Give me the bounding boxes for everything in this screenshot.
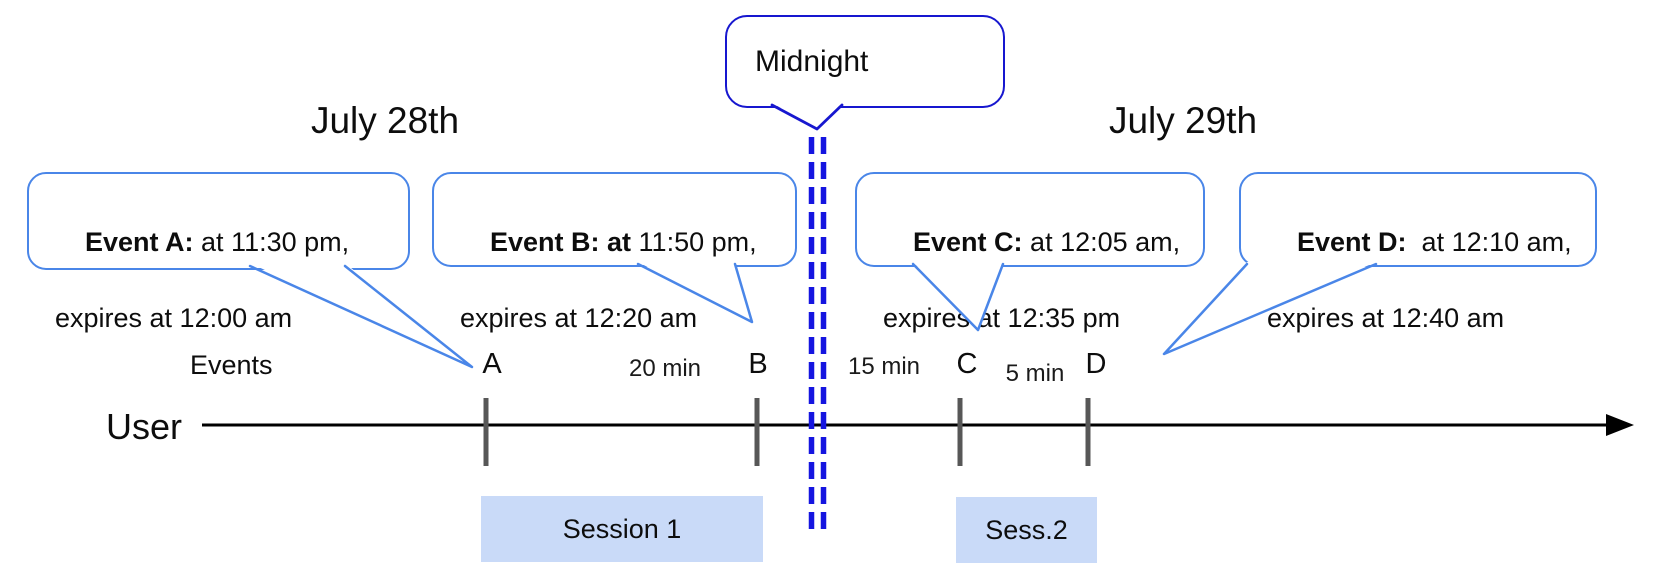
- event-b-expiry: expires at 12:20 am: [460, 303, 698, 333]
- event-a-callout: Event A: at 11:30 pm, expires at 12:00 a…: [27, 172, 410, 333]
- session-2-box: Sess.2: [956, 497, 1097, 563]
- session-2-label: Sess.2: [985, 514, 1068, 545]
- timeline-arrowhead-icon: [1606, 414, 1634, 436]
- event-c-expiry: expires at 12:35 pm: [883, 303, 1121, 333]
- gap-label-20min: 20 min: [628, 355, 702, 382]
- midnight-callout: Midnight: [725, 15, 1005, 108]
- event-b-title: Event B: at: [490, 227, 632, 257]
- session-1-label: Session 1: [562, 513, 682, 544]
- marker-label-c: C: [956, 348, 978, 380]
- midnight-tail-outline: [770, 103, 844, 131]
- event-a-title: Event A:: [85, 227, 194, 257]
- event-c-time: at 12:05 am,: [1022, 227, 1181, 257]
- event-b-time: 11:50 pm,: [631, 227, 757, 257]
- event-d-expiry: expires at 12:40 am: [1267, 303, 1505, 333]
- gap-label-15min: 15 min: [847, 353, 921, 380]
- session-1-box: Session 1: [481, 496, 763, 562]
- event-a-expiry: expires at 12:00 am: [55, 303, 293, 333]
- marker-label-a: A: [482, 348, 502, 380]
- marker-label-d: D: [1085, 348, 1107, 380]
- gap-label-5min: 5 min: [1005, 360, 1065, 387]
- user-row-label: User: [106, 406, 183, 447]
- day-title-july-28: July 28th: [310, 100, 460, 141]
- day-title-july-29: July 29th: [1108, 100, 1258, 141]
- event-c-callout: Event C: at 12:05 am, expires at 12:35 p…: [855, 172, 1205, 333]
- event-d-callout: Event D: at 12:10 am, expires at 12:40 a…: [1239, 172, 1597, 333]
- event-d-time: at 12:10 am,: [1406, 227, 1572, 257]
- event-b-callout: Event B: at 11:50 pm, expires at 12:20 a…: [432, 172, 797, 333]
- marker-label-b: B: [748, 348, 768, 380]
- midnight-label: Midnight: [755, 44, 869, 78]
- event-c-title: Event C:: [913, 227, 1023, 257]
- event-d-title: Event D:: [1297, 227, 1407, 257]
- event-a-time: at 11:30 pm,: [193, 227, 350, 257]
